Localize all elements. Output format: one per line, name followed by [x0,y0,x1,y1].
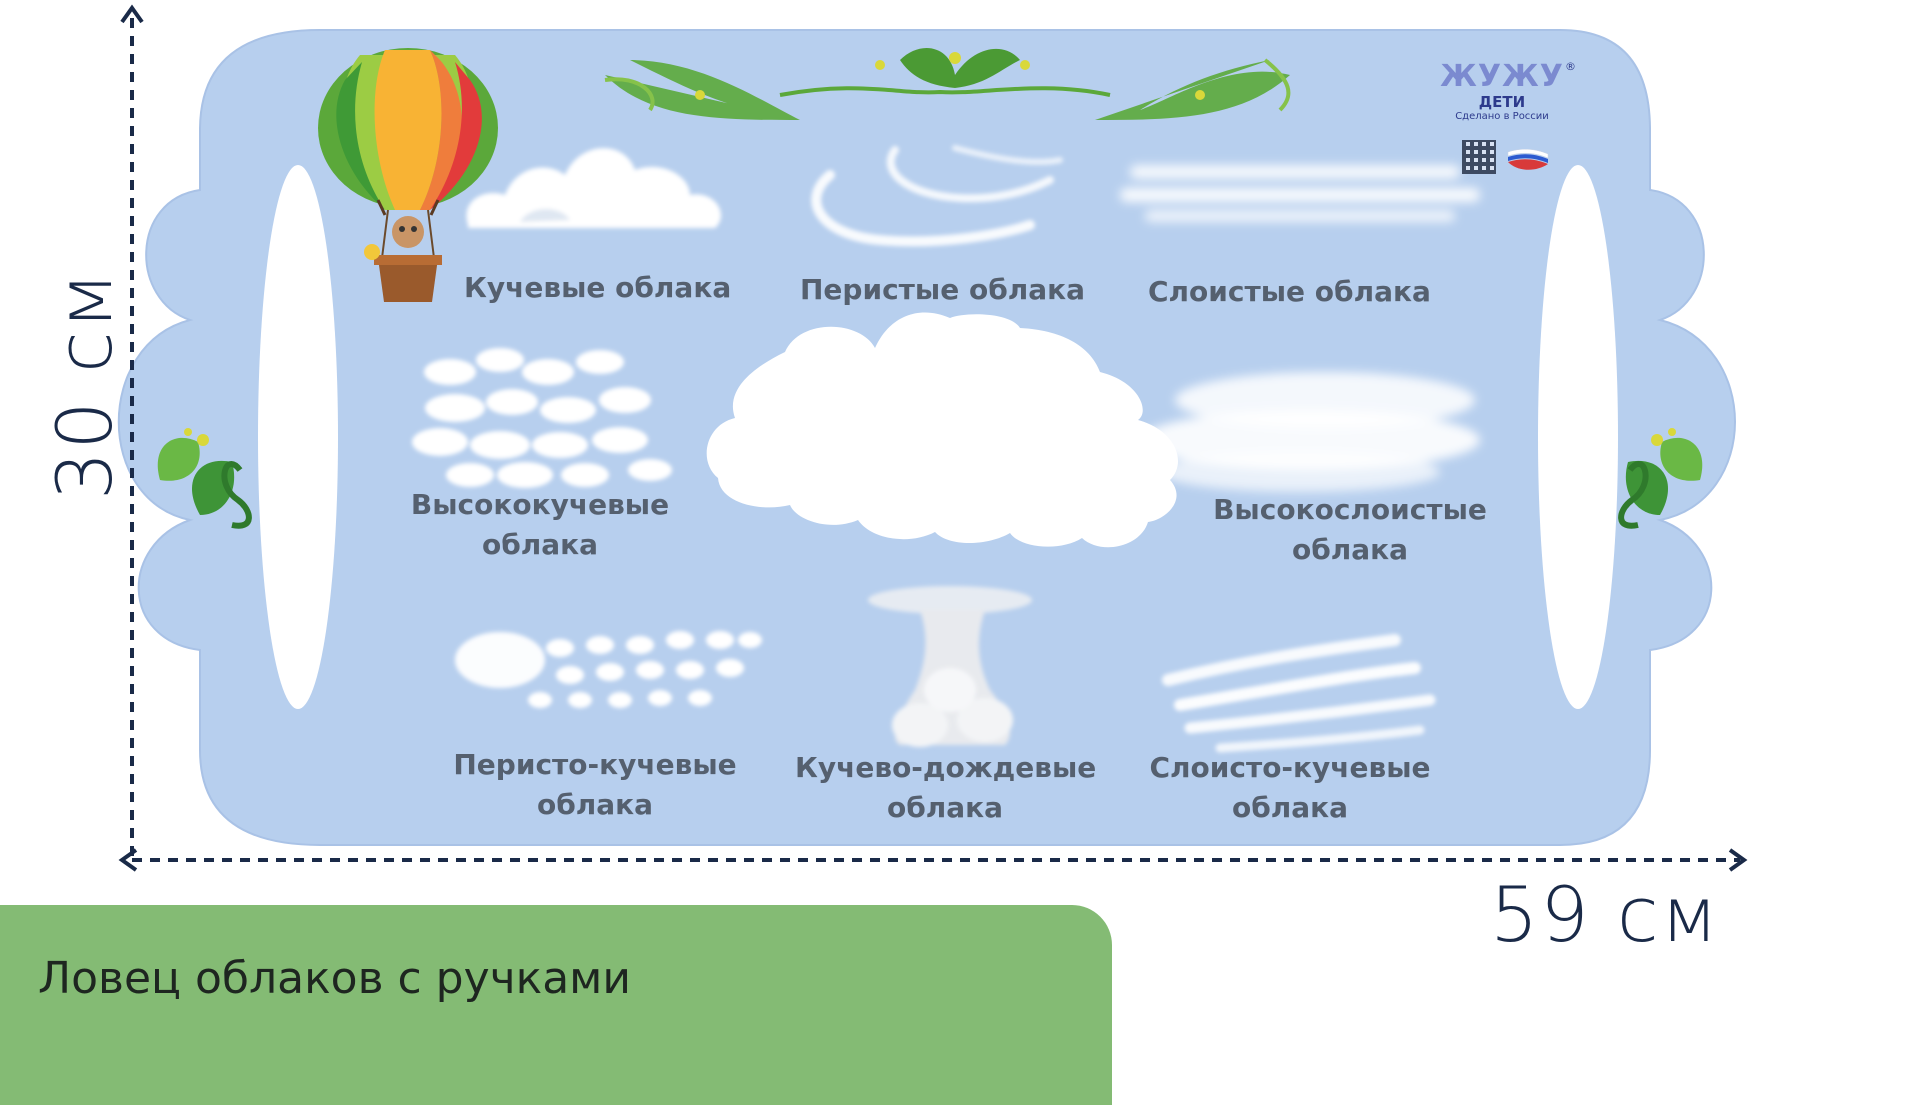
label-stratus: Слоистые облака [1148,275,1431,308]
cirrocumulus-cloud-image [455,631,762,708]
label-cirrus: Перистые облака [800,273,1086,306]
qr-code-icon [1462,140,1496,174]
brand-made-in: Сделано в России [1455,111,1549,122]
right-handle-hole[interactable] [1538,165,1618,709]
label-altocumulus-line1: Высококучевые [410,488,670,521]
stratocumulus-cloud-image [1162,634,1436,753]
brand-logo: ЖУЖУ ДЕТИ Сделано в России ® [1428,60,1576,180]
hot-air-balloon-icon [318,48,498,302]
left-leaf-ornament [157,428,252,529]
corner-arrow-left [118,848,138,872]
label-altocumulus: Высококучевые облака [400,485,680,565]
right-leaf-ornament [1618,428,1703,529]
altostratus-cloud-image [1140,372,1480,492]
label-cumulus: Кучевые облака [464,271,732,304]
label-stratocumulus-line1: Слоисто-кучевые [1149,751,1431,784]
dimension-lines [118,4,1748,872]
brand-logo-sub: ДЕТИ [1478,93,1526,111]
cumulus-cloud-image [466,148,721,228]
registered-mark: ® [1565,60,1576,73]
label-cirrocumulus-line2: облака [536,788,654,821]
left-handle-hole[interactable] [258,165,338,709]
label-cumulonimbus-line1: Кучево-дождевые [795,751,1097,784]
stratus-cloud-image [1120,165,1480,222]
label-altocumulus-line2: облака [481,528,599,561]
cumulonimbus-cloud-image [868,586,1032,747]
cloud-catcher-board-graphic [117,4,1748,872]
caption-panel: Ловец облаков с ручками [0,905,1112,1105]
label-cumulonimbus: Кучево-дождевые облака [795,748,1097,828]
label-altostratus: Высокослоистые облака [1205,490,1495,570]
label-stratocumulus: Слоисто-кучевые облака [1140,748,1440,828]
altocumulus-cloud-image [412,348,672,488]
height-arrow-top [120,4,144,24]
label-cirrocumulus-line1: Перисто-кучевые [453,748,737,781]
label-altostratus-line1: Высокослоистые [1213,493,1487,526]
top-vine-ornament [604,48,1291,120]
cirrus-cloud-image [811,145,1063,247]
width-arrow-right [1728,848,1748,872]
russia-flag-icon [1507,149,1549,170]
cloud-window[interactable] [706,312,1179,548]
product-caption: Ловец облаков с ручками [38,953,631,1004]
label-cirrocumulus: Перисто-кучевые облака [445,745,745,825]
label-altostratus-line2: облака [1291,533,1409,566]
label-cumulonimbus-line2: облака [886,791,1004,824]
brand-logo-text: ЖУЖУ [1440,59,1564,94]
height-dimension-label: 30 см [40,270,129,500]
width-dimension-label: 59 см [1490,870,1720,959]
label-stratocumulus-line2: облака [1231,791,1349,824]
